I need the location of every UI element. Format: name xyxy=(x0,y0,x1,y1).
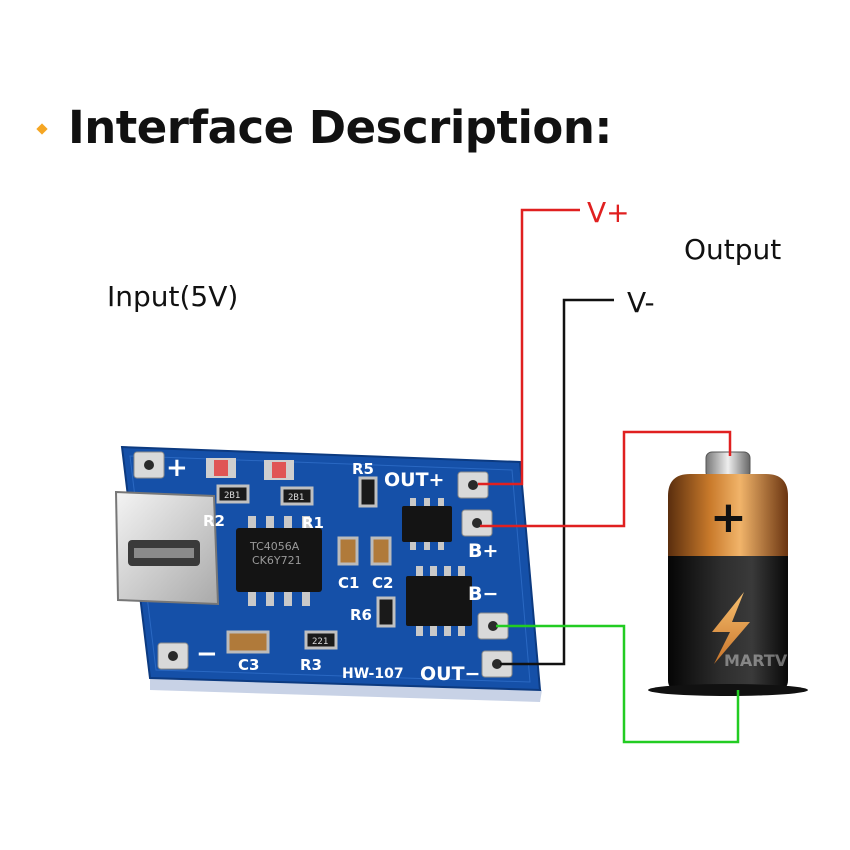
pin-label-out-plus: OUT+ xyxy=(384,469,444,491)
resistor-r3 xyxy=(304,630,338,650)
resistor-r6 xyxy=(376,596,396,628)
battery xyxy=(648,451,808,696)
led-red xyxy=(206,458,236,478)
ref-r2: R2 xyxy=(203,512,225,530)
pin-label-b-minus: B− xyxy=(468,583,498,605)
wire-battery-minus xyxy=(496,624,740,744)
watermark-text: MARTVIEW xyxy=(724,651,822,670)
wire-v-plus xyxy=(478,208,580,486)
pin-label-b-plus: B+ xyxy=(468,540,498,562)
ref-r5: R5 xyxy=(352,460,374,478)
output-label: Output xyxy=(684,233,782,266)
pad-b-plus xyxy=(461,509,493,537)
lightning-bolt-icon xyxy=(712,592,750,664)
led-blue xyxy=(264,460,294,480)
wire-v-minus xyxy=(500,298,614,666)
ref-r6: R6 xyxy=(350,606,372,624)
charger-ic xyxy=(236,516,322,606)
pin-label-out-minus: OUT− xyxy=(420,663,480,685)
resistor-r2 xyxy=(216,484,250,504)
chip-marking-line1: TC4056A xyxy=(249,540,300,553)
ref-c1: C1 xyxy=(338,574,359,592)
capacitor-c3 xyxy=(226,630,270,654)
ref-r3: R3 xyxy=(300,656,322,674)
resistor-code-r2: 2B1 xyxy=(224,491,240,501)
page-title: Interface Description: xyxy=(68,100,612,154)
board-pad-bottom-left xyxy=(157,642,189,670)
ref-c2: C2 xyxy=(372,574,393,592)
resistor-code-r1: 2B1 xyxy=(288,493,304,503)
charger-board xyxy=(114,445,542,702)
capacitor-c2 xyxy=(370,536,392,566)
pad-out-plus xyxy=(457,471,489,499)
v-plus-label: V+ xyxy=(587,196,630,229)
title-row: Interface Description: xyxy=(36,92,612,162)
chip-marking-line2: CK6Y721 xyxy=(252,554,302,567)
protection-ic-large xyxy=(406,566,472,636)
micro-usb-port xyxy=(114,490,220,606)
capacitor-c1 xyxy=(337,536,359,566)
board-plus-mark: + xyxy=(166,453,188,483)
board-pad-top-left xyxy=(133,451,165,479)
ref-r1: R1 xyxy=(302,514,324,532)
input-label: Input(5V) xyxy=(107,280,239,313)
v-minus-label: V- xyxy=(627,286,655,319)
ref-c3: C3 xyxy=(238,656,259,674)
battery-plus-symbol: + xyxy=(710,492,747,543)
resistor-r5 xyxy=(358,476,378,508)
resistor-r1 xyxy=(280,486,314,506)
board-minus-mark: − xyxy=(196,639,218,669)
resistor-code-r3: 221 xyxy=(312,637,328,647)
pad-b-minus xyxy=(477,612,509,640)
board-model-label: HW-107 xyxy=(342,666,404,682)
protection-ic-small xyxy=(402,498,452,550)
wire-battery-plus xyxy=(480,430,732,528)
